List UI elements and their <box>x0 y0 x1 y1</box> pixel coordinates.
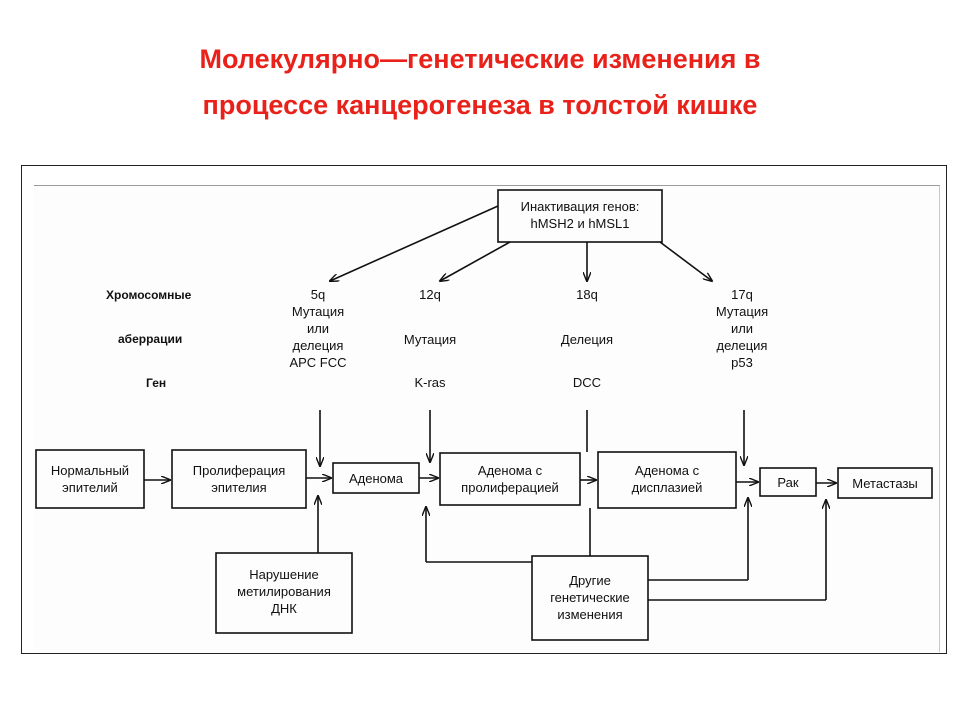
stage-metastases: Метастазы <box>838 475 932 492</box>
row-label-gene: Ген <box>146 376 167 390</box>
row-label-aberrations: аберрации <box>118 332 183 346</box>
stage-label: Аденома <box>348 471 404 486</box>
stage-label: Нормальный <box>50 463 130 478</box>
proliferation-box-border <box>171 449 307 509</box>
locus-18q: 18q Делеция DCC <box>547 286 627 391</box>
stage-normal-epithelium: Нормальный эпителий <box>36 462 144 496</box>
stage-adenoma-proliferation: Аденома с пролиферацией <box>440 462 580 496</box>
stage-proliferation: Пролиферация эпителия <box>172 462 306 496</box>
locus-17q: 17q Мутация или делеция p53 <box>694 286 790 371</box>
stage-label: Аденома с <box>477 463 543 478</box>
methylation-box: Нарушение метилирования ДНК <box>216 566 352 617</box>
stage-label: эпителий <box>62 480 118 495</box>
locus-12q: 12q Мутация K-ras <box>390 286 470 391</box>
slide-title-line-2: процессе канцерогенеза в толстой кишке <box>202 90 758 120</box>
stage-label: эпителия <box>211 480 267 495</box>
locus-gene: DCC <box>572 375 602 390</box>
methylation-box-border <box>215 552 353 634</box>
stage-cancer: Рак <box>760 474 816 491</box>
locus-change: или <box>306 321 330 336</box>
inactivation-box: Инактивация генов: hMSH2 и hMSL1 <box>498 198 662 232</box>
methylation-label: метилирования <box>237 584 331 599</box>
locus-gene: K-ras <box>414 375 446 390</box>
locus-change: Делеция <box>560 332 614 347</box>
methylation-label: ДНК <box>271 601 297 616</box>
stage-adenoma: Аденома <box>333 470 419 487</box>
locus-change: Мутация <box>403 332 457 347</box>
inactivation-line-2: hMSH2 и hMSL1 <box>530 216 630 231</box>
stage-label: Метастазы <box>852 476 918 491</box>
other-changes-box: Другие генетические изменения <box>532 572 648 623</box>
locus-change: Мутация <box>291 304 345 319</box>
stage-label: Пролиферация <box>192 463 286 478</box>
adenoma-dysplasia-box-border <box>597 451 737 509</box>
stage-label: пролиферацией <box>461 480 559 495</box>
row-label-chromosome: Хромосомные <box>106 288 192 302</box>
cancer-box-border <box>759 467 817 497</box>
adenoma-prolif-box-border <box>439 452 581 506</box>
normal-epithelium-box-border <box>35 449 145 509</box>
stage-label: дисплазией <box>631 480 703 495</box>
other-changes-label: генетические <box>550 590 630 605</box>
inactivation-line-1: Инактивация генов: <box>520 199 640 214</box>
stage-label: Аденома с <box>634 463 700 478</box>
metastases-box-border <box>837 467 933 499</box>
locus-chromosome: 17q <box>731 287 753 302</box>
inactivation-box-border <box>497 189 663 243</box>
locus-5q: 5q Мутация или делеция APC FCC <box>270 286 366 371</box>
locus-chromosome: 12q <box>419 287 441 302</box>
other-changes-label: Другие <box>569 573 611 588</box>
locus-change: делеция <box>292 338 344 353</box>
locus-chromosome: 5q <box>310 287 326 302</box>
slide-title: Молекулярно—генетические изменения в про… <box>0 36 960 128</box>
locus-change: Мутация <box>715 304 769 319</box>
diagram-area <box>34 185 940 652</box>
methylation-label: Нарушение <box>249 567 319 582</box>
locus-change: делеция <box>716 338 768 353</box>
diagram-frame <box>21 165 947 654</box>
locus-gene: APC FCC <box>289 355 347 370</box>
locus-gene: p53 <box>731 355 753 370</box>
locus-chromosome: 18q <box>576 287 598 302</box>
locus-change: или <box>730 321 754 336</box>
other-changes-label: изменения <box>557 607 623 622</box>
stage-adenoma-dysplasia: Аденома с дисплазией <box>598 462 736 496</box>
stage-label: Рак <box>777 475 799 490</box>
slide-title-line-1: Молекулярно—генетические изменения в <box>199 44 761 74</box>
